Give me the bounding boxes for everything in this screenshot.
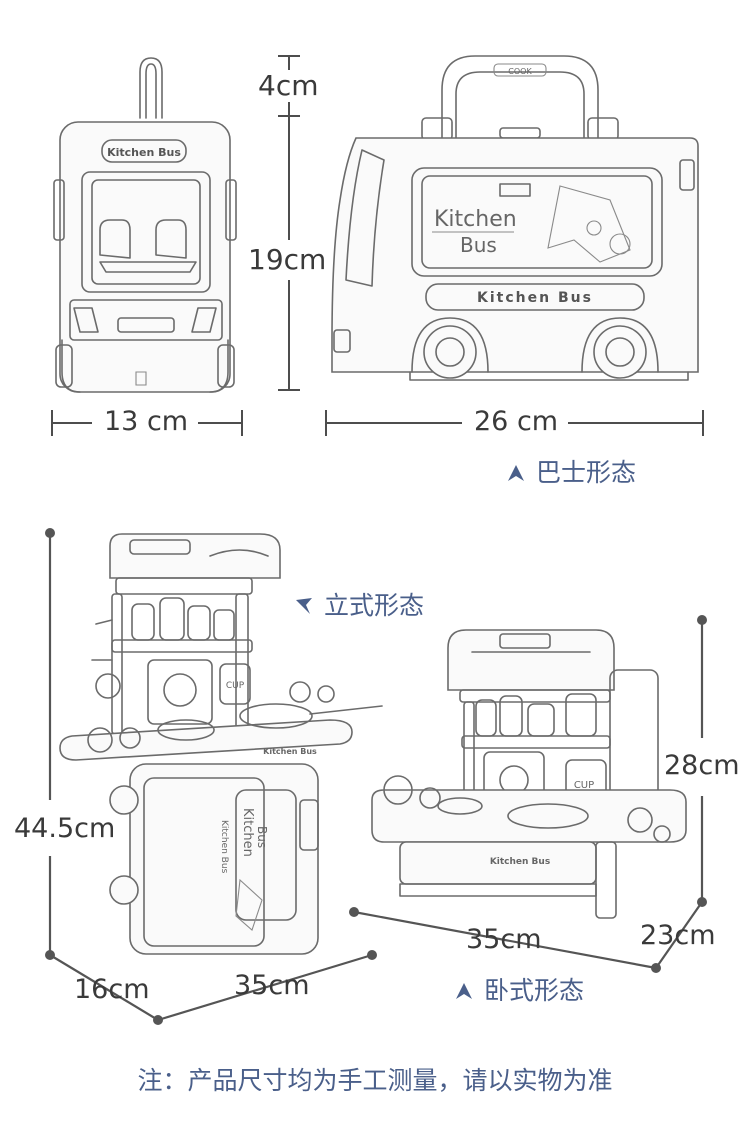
- lying-width-label: 35cm: [466, 924, 542, 955]
- standing-side-text-3: Kitchen Bus: [219, 820, 229, 874]
- standing-side-text-1: Kitchen: [240, 808, 255, 857]
- lying-dimension-lines: [349, 615, 707, 973]
- bus-dimension-lines: [51, 55, 704, 436]
- standing-mode-caption: 立式形态: [294, 593, 424, 618]
- bus-front-drawing: Kitchen Bus: [53, 57, 237, 393]
- bus-mode-label: 巴士形态: [536, 458, 637, 487]
- lying-depth-label: 23cm: [640, 920, 716, 951]
- standing-counter-text: Kitchen Bus: [263, 747, 317, 756]
- standing-width-label: 35cm: [234, 970, 310, 1001]
- standing-kitchen-drawing: CUP Kitchen Bus Kitchen Bus Kitchen Bus: [59, 533, 383, 955]
- standing-depth-label: 16cm: [74, 974, 150, 1005]
- handle-tag-text: COOK: [508, 67, 532, 76]
- standing-mode-label: 立式形态: [324, 591, 425, 620]
- lying-height-label: 28cm: [664, 750, 740, 781]
- standing-side-text-2: Bus: [255, 826, 269, 848]
- window-title-line1: Kitchen: [434, 207, 517, 232]
- measurement-note: 注：产品尺寸均为手工测量，请以实物为准: [137, 1066, 613, 1095]
- bus-side-drawing: COOK Kitchen Bus Kitchen Bus: [331, 55, 699, 381]
- standing-height-label: 44.5cm: [14, 813, 116, 844]
- bus-front-width-label: 13 cm: [104, 406, 189, 437]
- lying-counter-text: Kitchen Bus: [490, 857, 550, 867]
- bus-height-label: 19cm: [248, 243, 327, 276]
- bus-mode-caption: 巴士形态: [506, 460, 636, 485]
- lying-kitchen-drawing: CUP Kitchen Bus: [371, 629, 687, 919]
- bus-handle-height-label: 4cm: [258, 69, 319, 102]
- bus-side-length-label: 26 cm: [474, 406, 559, 437]
- up-arrow-icon: [456, 982, 472, 999]
- up-left-arrow-icon: [296, 597, 312, 614]
- front-sign-text: Kitchen Bus: [107, 146, 181, 159]
- lying-mode-caption: 卧式形态: [454, 978, 584, 1003]
- standing-dimension-lines: [45, 528, 377, 1025]
- side-banner-text: Kitchen Bus: [477, 290, 593, 306]
- up-arrow-icon: [508, 464, 524, 481]
- window-title-line2: Bus: [460, 233, 497, 257]
- standing-cup-text: CUP: [226, 681, 245, 691]
- lying-mode-label: 卧式形态: [484, 976, 585, 1005]
- lying-cup-text: CUP: [574, 780, 594, 791]
